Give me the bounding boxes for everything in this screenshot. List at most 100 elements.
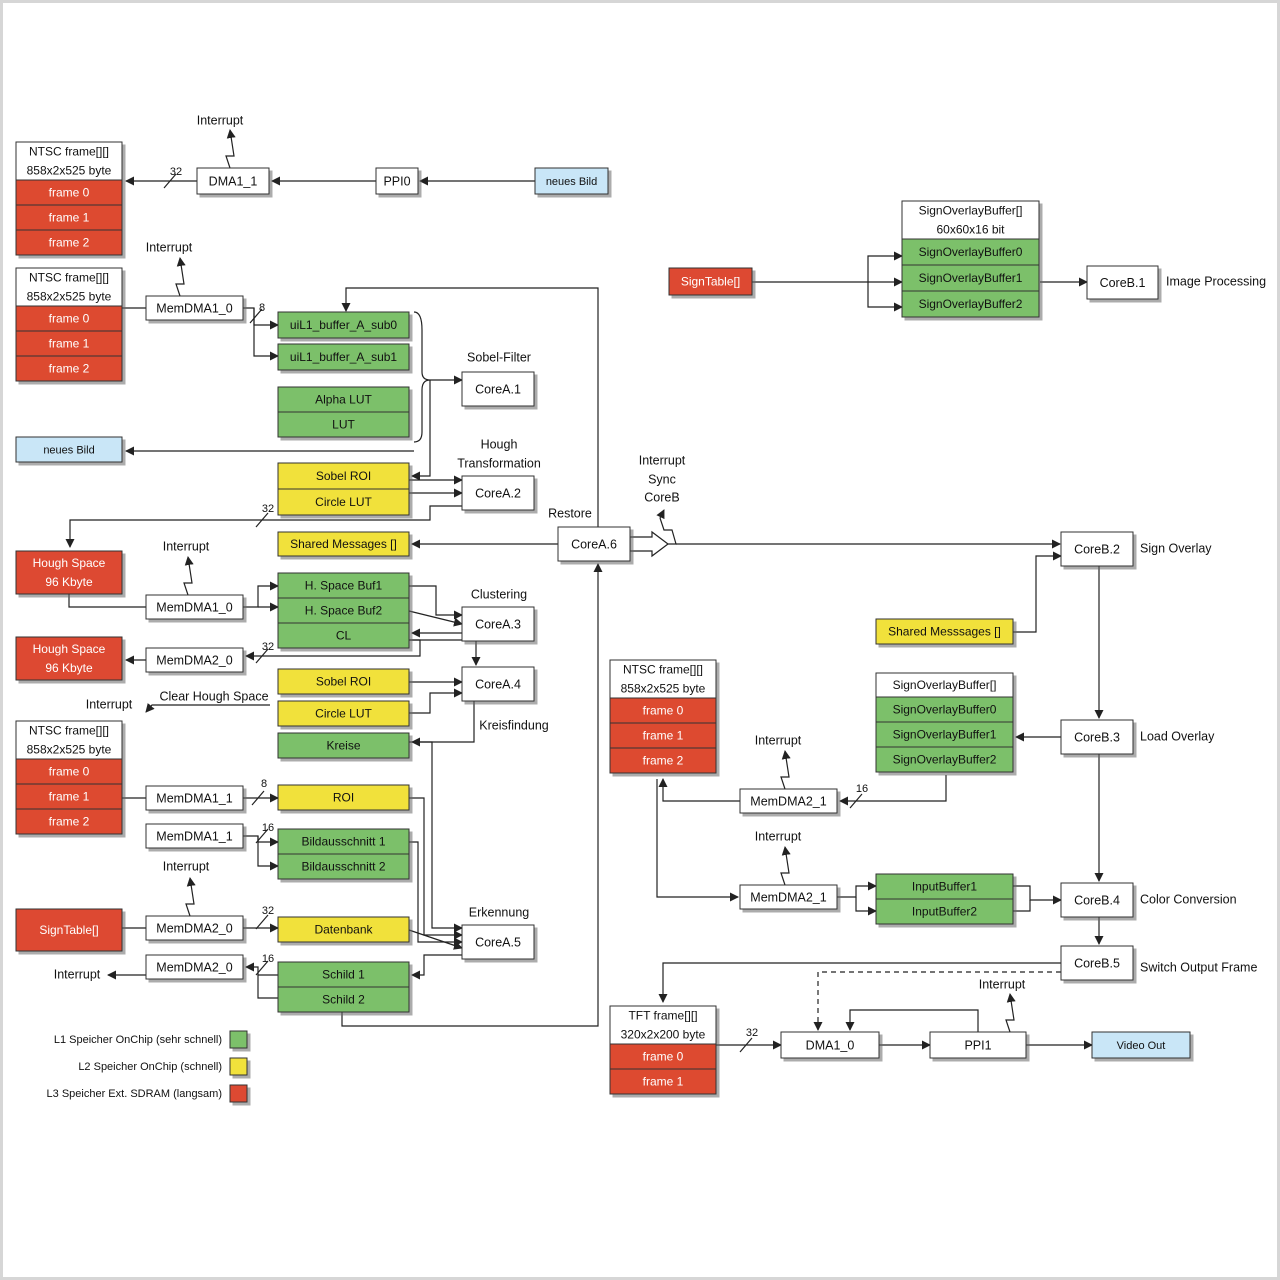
corea2-block-label: CoreA.2 xyxy=(475,486,521,500)
wire-datenbank-to-corea5 xyxy=(408,929,463,950)
load-overlay-label: Load Overlay xyxy=(1140,729,1215,743)
interrupt-memdma1-0-2 xyxy=(183,556,194,596)
wire-shared-messages-to-coreb2 xyxy=(1013,551,1062,633)
wire-corea2-bus xyxy=(65,505,462,548)
legend-item-l2: L2 Speicher OnChip (schnell) xyxy=(78,1057,248,1076)
roi-block-cell-0: ROI xyxy=(333,791,354,805)
hough-space-1-size: 96 Kbyte xyxy=(45,575,93,589)
ntsc-frame-array-1-header-1: 858x2x525 byte xyxy=(27,164,112,178)
interrupt-label-memdma2-1-2: Interrupt xyxy=(755,829,802,843)
dma1-0-block: DMA1_0 xyxy=(780,1031,880,1059)
sign-overlay-buffer-top: SignOverlayBuffer[] 60x60x16 bitSignOverl… xyxy=(901,200,1040,318)
ntsc-frame-array-right-cell-2: frame 2 xyxy=(643,754,684,768)
ppi0-block-label: PPI0 xyxy=(383,174,410,188)
bus-8-memdma1-0 xyxy=(249,308,263,324)
sign-overlay-buffer-top-header-1: 60x60x16 bit xyxy=(936,223,1005,237)
wire-roi-to-corea5 xyxy=(409,797,463,940)
coreb2-block: CoreB.2 xyxy=(1060,531,1134,567)
neues-bild-output-block-label: neues Bild xyxy=(43,444,94,456)
sign-overlay-buffer-mid-header-0: SignOverlayBuffer[] xyxy=(893,678,997,692)
dma1-1-block-label: DMA1_1 xyxy=(209,174,258,188)
hough-space-buffers-cell-2: CL xyxy=(336,629,352,643)
shared-messages-right: Shared Messsages [] xyxy=(875,618,1014,645)
clear-hough-label: Clear Hough Space xyxy=(159,689,268,703)
hough-space-buffers-cell-0: H. Space Buf1 xyxy=(305,579,383,593)
ntsc-frame-array-right-cell-0: frame 0 xyxy=(643,704,684,718)
sobel-roi-2-cell-0: Sobel ROI xyxy=(316,675,371,689)
schild-stack-cell-1: Schild 2 xyxy=(322,993,365,1007)
ntsc-frame-array-2-cell-2: frame 2 xyxy=(49,362,90,376)
interrupt-label-memdma2-1-1: Interrupt xyxy=(755,733,802,747)
corea4-block: CoreA.4 xyxy=(461,666,535,702)
sign-table-right: SignTable[] xyxy=(668,267,753,296)
bus-8-memdma1-0-label: 8 xyxy=(259,302,265,314)
ntsc-frame-array-3-header-0: NTSC frame[][] xyxy=(29,724,109,738)
memdma1-0-block-2: MemDMA1_0 xyxy=(145,594,244,620)
input-buffers-cell-0: InputBuffer1 xyxy=(912,880,977,894)
sobel-roi-circle-lut-1-cell-1: Circle LUT xyxy=(315,495,372,509)
buffer-brace xyxy=(413,311,431,443)
sign-overlay-buffer-mid-cell-1: SignOverlayBuffer1 xyxy=(893,728,997,742)
kreise-block: Kreise xyxy=(277,732,410,759)
sign-overlay-buffer-top-header-0: SignOverlayBuffer[] xyxy=(919,204,1023,218)
bus-32-hough xyxy=(255,512,269,528)
memdma2-1-block-1: MemDMA2_1 xyxy=(739,788,838,814)
ntsc-frame-array-1-cell-1: frame 1 xyxy=(49,211,90,225)
ppi0-block: PPI0 xyxy=(375,167,419,195)
shared-messages-left-cell-0: Shared Messages [] xyxy=(290,537,397,551)
corea3-block-label: CoreA.3 xyxy=(475,617,521,631)
memdma2-1-block-2-label: MemDMA2_1 xyxy=(750,890,826,904)
ntsc-frame-array-2-header-0: NTSC frame[][] xyxy=(29,271,109,285)
wire-memdma1-0-2-a xyxy=(243,581,279,608)
wire-hough1-to-memdma1-0 xyxy=(68,594,146,608)
memdma2-0-block-3-label: MemDMA2_0 xyxy=(156,960,232,974)
interrupt-label-sync: Interrupt xyxy=(639,453,686,467)
corea1-block: CoreA.1 xyxy=(461,371,535,407)
ntsc-frame-array-1-cell-0: frame 0 xyxy=(49,186,90,200)
wire-brace-to-sobel-roi xyxy=(411,380,431,481)
bus-32-tft xyxy=(739,1037,753,1053)
coreb-label: CoreB xyxy=(644,490,679,504)
coreb1-block: CoreB.1 xyxy=(1086,265,1159,300)
memdma1-1-block-1-label: MemDMA1_1 xyxy=(156,791,232,805)
bus-32-top-label: 32 xyxy=(170,166,182,178)
hough-label: Hough xyxy=(481,437,518,451)
ntsc-frame-array-2-header-1: 858x2x525 byte xyxy=(27,290,112,304)
wire-memdma1-0-split-b xyxy=(253,308,279,361)
alpha-lut-stack-cell-0: Alpha LUT xyxy=(315,393,372,407)
bus-32-memdma2-0 xyxy=(255,648,269,664)
sign-overlay-buffer-top-cell-2: SignOverlayBuffer2 xyxy=(919,297,1023,311)
erkennung-label: Erkennung xyxy=(469,905,530,919)
interrupt-label-dma1-1: Interrupt xyxy=(197,113,244,127)
sign-table-left: SignTable[] xyxy=(15,908,123,952)
alpha-lut-stack-cell-1: LUT xyxy=(332,418,355,432)
ntsc-frame-array-2-cell-0: frame 0 xyxy=(49,312,90,326)
ntsc-frame-array-3-cell-1: frame 1 xyxy=(49,790,90,804)
wire-schild-to-memdma2-0 xyxy=(245,962,278,976)
sobel-roi-circle-lut-1-cell-0: Sobel ROI xyxy=(316,469,371,483)
interrupt-label-memdma1-0-1: Interrupt xyxy=(146,240,193,254)
memdma2-0-block-1: MemDMA2_0 xyxy=(145,647,244,673)
wire-memdma2-1-to-ntsc-right xyxy=(658,778,740,802)
sign-overlay-buffer-top-cell-1: SignOverlayBuffer1 xyxy=(919,271,1023,285)
hough-space-1-cell-0: Hough Space xyxy=(33,556,106,570)
legend-label-l3: L3 Speicher Ext. SDRAM (langsam) xyxy=(47,1088,222,1100)
memdma2-0-block-2: MemDMA2_0 xyxy=(145,915,244,941)
bus-32-top xyxy=(163,173,177,189)
sobel-roi-2: Sobel ROI xyxy=(277,668,410,695)
wire-corea6-restore xyxy=(341,287,599,527)
tft-frame-array-header-0: TFT frame[][] xyxy=(628,1009,697,1023)
bus-16-bild xyxy=(255,828,269,844)
diagram-labels: 32InterruptInterrupt8Sobel-FilterHoughTr… xyxy=(54,113,1266,1039)
ppi1-block: PPI1 xyxy=(929,1031,1027,1059)
wire-schild2-to-memdma2-0 xyxy=(257,975,278,999)
datenbank-block: Datenbank xyxy=(277,916,410,943)
wire-clear-hough xyxy=(145,702,270,713)
ntsc-frame-array-right-cell-1: frame 1 xyxy=(643,729,684,743)
